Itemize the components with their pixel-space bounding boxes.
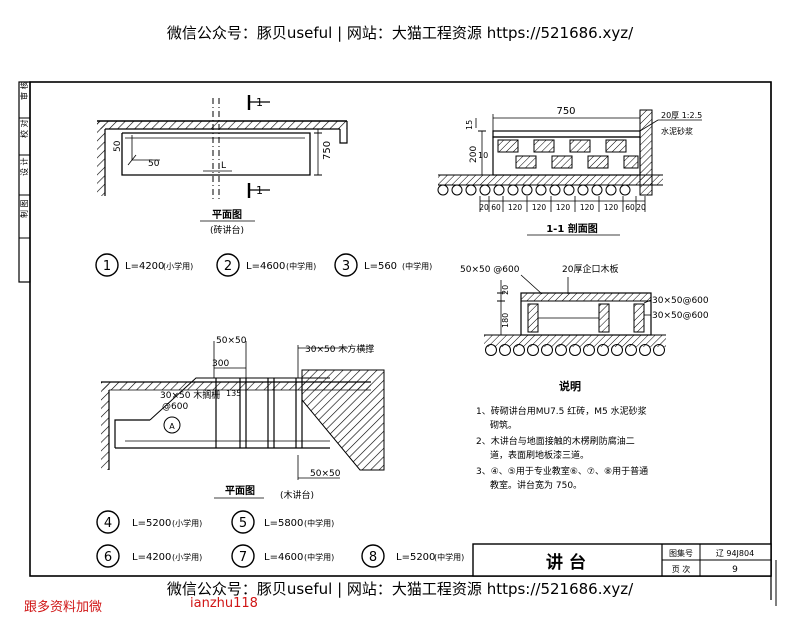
brick-plan-subtitle: (砖讲台): [210, 224, 244, 236]
wood-plan-label-A: A: [169, 422, 175, 431]
sheet-frame: [29, 81, 772, 577]
option-6-text: L=4200: [132, 552, 171, 563]
wood-plan-label-600: @600: [162, 402, 188, 412]
wood-section-dim-20: 20: [501, 285, 510, 295]
wood-plan-label-50x50-top: 50×50: [216, 336, 247, 346]
notes-line: 2、木讲台与地面接触的木楞刷防腐油二: [476, 435, 635, 447]
option-3-note: (中学用): [402, 261, 432, 271]
option-5-note: (中学用): [304, 518, 334, 528]
notes-title: 说明: [559, 379, 581, 393]
section-bottom-dim: 120: [604, 203, 619, 212]
wood-section-dim-180: 180: [501, 313, 510, 328]
wood-plan-label-30x50: 30×50 木搁栅: [160, 389, 220, 401]
title-block: [472, 543, 772, 577]
options-brick-list: 1 L=4200 (小学用) 2 L=4600 (中学用) 3 L=560 (中…: [95, 253, 432, 277]
option-5-text: L=5800: [264, 518, 303, 529]
section-note-line1: 20厚 1:2.5: [661, 111, 702, 120]
section-bottom-dim: 120: [580, 203, 595, 212]
signature-strip: 审 核 校 对 设 计 制 图: [18, 81, 31, 283]
section-drawing: [437, 109, 702, 212]
brick-plan-title: 平面图: [212, 209, 242, 221]
section-dim-15: 15: [465, 120, 474, 130]
wood-section-top-left: 50×50 @600: [460, 265, 520, 275]
strip-label-check: 校 对: [19, 119, 29, 138]
option-5-number: 5: [239, 516, 247, 531]
wood-plan-drawing: [101, 341, 385, 480]
notes-line: 砌筑。: [490, 419, 517, 431]
title-block-title: 讲 台: [546, 552, 586, 573]
wood-plan-subtitle: (木讲台): [280, 489, 314, 501]
option-4-note: (小学用): [172, 518, 202, 528]
wood-plan-title: 平面图: [225, 485, 255, 497]
option-1-text: L=4200: [125, 261, 164, 272]
title-block-atlas-value: 辽 94J804: [716, 549, 754, 558]
notes-line: 道，表面刷地板漆三道。: [490, 449, 589, 461]
watermark-top: 微信公众号：豚贝useful | 网站：大猫工程资源 https://52168…: [167, 24, 634, 42]
section-dim-750: 750: [556, 106, 575, 117]
option-8-text: L=5200: [396, 552, 435, 563]
option-6-number: 6: [104, 550, 112, 565]
brick-plan-section-mark-bottom: 1: [256, 184, 263, 197]
section-bottom-dim: 60: [625, 203, 635, 212]
section-title: 1-1 剖面图: [546, 222, 598, 235]
option-3-number: 3: [342, 259, 350, 274]
strip-label-review: 审 核: [19, 81, 29, 100]
strip-label-draw: 制 图: [19, 199, 29, 218]
watermark-bottom: 微信公众号：豚贝useful | 网站：大猫工程资源 https://52168…: [167, 580, 634, 598]
option-2-text: L=4600: [246, 261, 285, 272]
wood-section-right1: 30×50@600: [652, 296, 709, 306]
option-2-number: 2: [224, 259, 232, 274]
wood-plan-label-135: 135: [226, 389, 241, 398]
notes-line: 教室。讲台宽为 750。: [490, 479, 582, 491]
notes-line: 3、④、⑤用于专业教室⑥、⑦、⑧用于普通: [476, 465, 648, 477]
section-bottom-dim: 120: [556, 203, 571, 212]
section-bottom-dim: 120: [508, 203, 523, 212]
option-7-text: L=4600: [264, 552, 303, 563]
title-block-page-label: 页 次: [672, 564, 691, 574]
option-7-number: 7: [239, 550, 247, 565]
option-1-note: (小学用): [163, 261, 193, 271]
section-bottom-dim: 60: [491, 203, 501, 212]
wood-plan-label-300: 300: [212, 359, 229, 369]
wood-plan-label-50x50-bottom: 50×50: [310, 469, 341, 479]
section-bottom-dim: 20: [479, 203, 489, 212]
wood-section-top-right: 20厚企口木板: [562, 263, 618, 275]
section-dim-200: 200: [469, 146, 479, 163]
option-7-note: (中学用): [304, 552, 334, 562]
section-dim-10: 10: [478, 151, 488, 160]
option-2-note: (中学用): [286, 261, 316, 271]
brick-plan-section-mark-top: 1: [256, 96, 263, 109]
brick-plan-dim-L: L: [221, 161, 226, 171]
option-4-text: L=5200: [132, 518, 171, 529]
section-bottom-dim: 20: [636, 203, 646, 212]
brick-plan-dim-50a: 50: [113, 140, 123, 152]
option-8-note: (中学用): [434, 552, 464, 562]
option-1-number: 1: [103, 259, 111, 274]
section-bottom-dim: 120: [532, 203, 547, 212]
section-note-line2: 水泥砂浆: [661, 126, 693, 136]
footer-contact-label: 跟多资料加微: [24, 600, 103, 615]
title-block-page-value: 9: [732, 565, 738, 575]
option-6-note: (小学用): [172, 552, 202, 562]
brick-plan-dim-50b: 50: [148, 159, 160, 169]
wood-plan-label-beam: 30×50 木方横撑: [305, 343, 374, 355]
strip-label-design: 设 计: [19, 157, 29, 176]
wood-section-drawing: [484, 274, 666, 356]
section-bottom-dims: 20 60 120 120 120 120 120 60 20: [479, 203, 646, 212]
option-4-number: 4: [104, 516, 112, 531]
brick-plan-drawing: [97, 95, 348, 200]
options-wood-list: 4 L=5200 (小学用) 5 L=5800 (中学用) 6 L=4200 (…: [96, 510, 464, 568]
footer-contact-id: ianzhu118: [190, 596, 258, 611]
title-block-atlas-label: 图集号: [669, 548, 693, 558]
option-8-number: 8: [369, 550, 377, 565]
brick-plan-dim-750: 750: [322, 141, 333, 160]
option-3-text: L=560: [364, 261, 397, 272]
wood-section-right2: 30×50@600: [652, 311, 709, 321]
notes-line: 1、砖砌讲台用MU7.5 红砖，M5 水泥砂浆: [476, 405, 647, 417]
